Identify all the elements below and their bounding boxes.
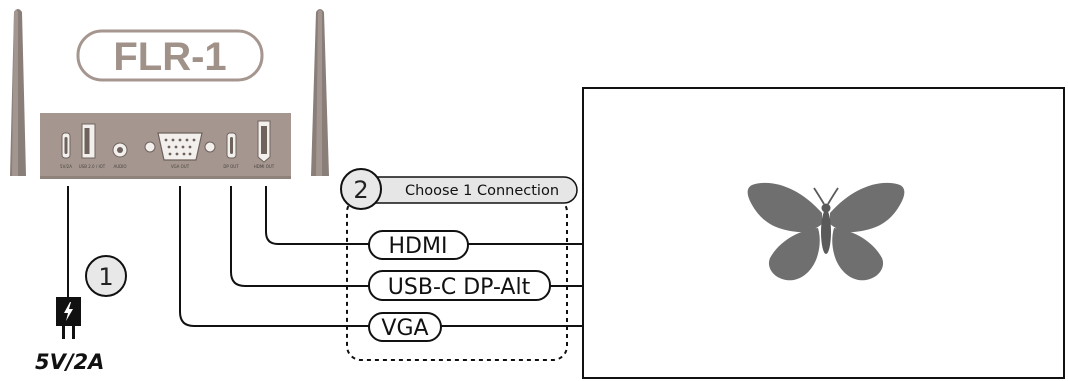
- power-adapter-icon: [56, 297, 81, 339]
- connection-usbc-dp-alt: USB-C DP-Alt: [368, 270, 551, 301]
- antenna-left: [10, 9, 26, 176]
- connection-vga-label: VGA: [381, 316, 428, 341]
- connection-hdmi: HDMI: [368, 230, 469, 260]
- port-power-usbc: [61, 132, 71, 159]
- port-label-audio: AUDIO: [113, 164, 126, 169]
- step-2-number: 2: [353, 176, 368, 204]
- vga-line: [179, 186, 583, 327]
- model-name: FLR-1: [113, 35, 226, 79]
- antenna-right: [311, 9, 329, 176]
- port-usb-a: [81, 123, 96, 159]
- hdmi-line: [265, 186, 583, 245]
- connection-vga: VGA: [368, 312, 442, 342]
- port-usbc-dp: [226, 132, 237, 159]
- port-hdmi: [257, 120, 271, 163]
- port-label-hdmi: HDMI OUT: [254, 164, 275, 169]
- signal-lines: [179, 186, 583, 327]
- port-label-dp: DP OUT: [223, 164, 239, 169]
- step-2-header: 2 Choose 1 Connection: [340, 168, 578, 210]
- power-label: 5V/2A: [35, 350, 104, 374]
- butterfly-icon: [747, 182, 905, 281]
- port-vga: [144, 132, 216, 161]
- port-labels: 5V/2A USB 2.0 / IOT AUDIO VGA OUT DP OUT…: [60, 164, 275, 169]
- usbc-line: [230, 186, 583, 287]
- step-1-badge: 1: [85, 255, 127, 297]
- connection-usbc-label: USB-C DP-Alt: [388, 275, 531, 300]
- port-label-power: 5V/2A: [60, 164, 72, 169]
- port-label-vga: VGA OUT: [171, 164, 190, 169]
- port-audio: [112, 142, 128, 158]
- step-1-number: 1: [98, 263, 113, 291]
- step-2-label: Choose 1 Connection: [405, 183, 559, 199]
- port-label-usb: USB 2.0 / IOT: [79, 164, 106, 169]
- connection-hdmi-label: HDMI: [389, 234, 448, 259]
- model-badge: FLR-1: [76, 29, 264, 82]
